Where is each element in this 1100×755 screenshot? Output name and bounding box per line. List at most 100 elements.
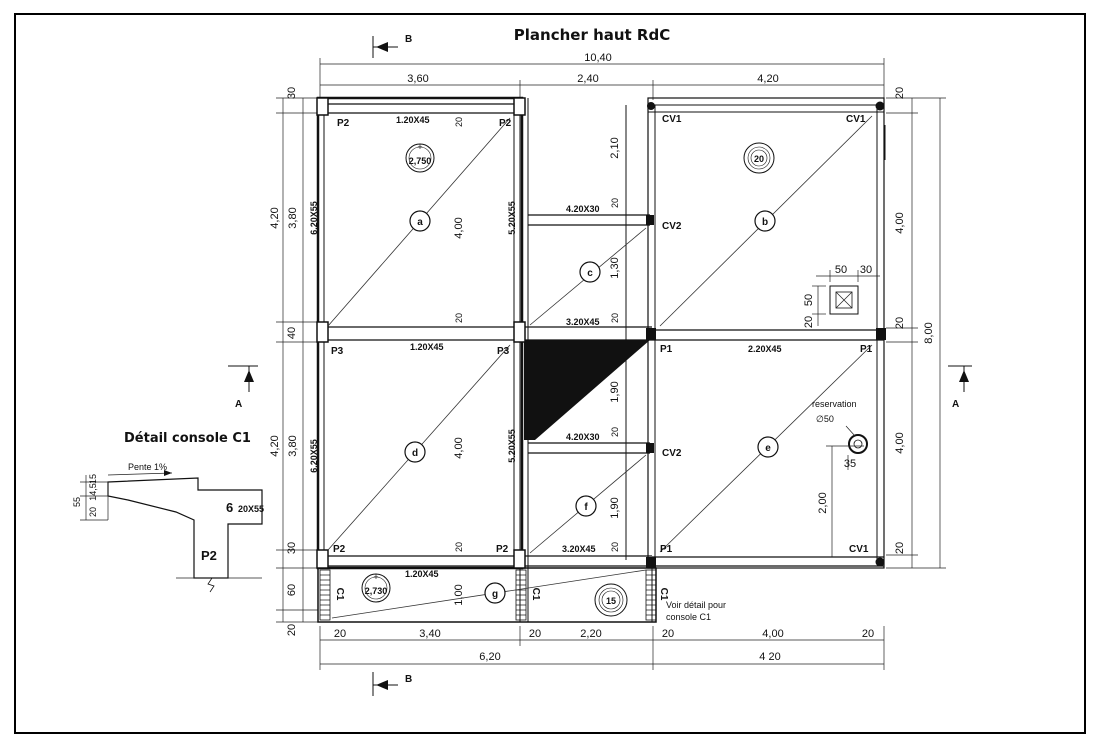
slab-thickness: 20 <box>754 154 764 164</box>
panel-label: g <box>492 589 498 600</box>
reservation-dim: 35 <box>844 458 856 470</box>
reservation-detail: reservation ∅50 35 2,00 <box>812 399 868 557</box>
column-label: P3 <box>331 346 344 357</box>
frame-border <box>14 13 1086 734</box>
column-label: P2 <box>496 544 509 555</box>
panel-label: a <box>417 217 423 228</box>
panel-dim: 4,00 <box>453 437 465 458</box>
bottom-dimension-lines: 20 3,40 20 2,20 20 4,00 20 6,20 4 20 <box>319 626 885 670</box>
column-label: CV2 <box>662 448 682 459</box>
top-dimension-lines: 10,40 3,60 2,40 4,20 <box>319 52 885 100</box>
left-dimension-lines: 30 4,20 3,80 40 4,20 3,80 30 60 20 <box>269 87 318 636</box>
section-marker-a-right: A <box>948 365 972 410</box>
detail-reference-note: Voir détail pour console C1 <box>666 600 726 622</box>
console-label: C1 <box>658 588 669 601</box>
opening-dim: 20 <box>803 316 815 328</box>
panel-dim: 1,90 <box>609 381 621 402</box>
console-dim: 15 <box>88 474 98 484</box>
beam-label: 3.20X45 <box>562 544 596 554</box>
beam-label: 3.20X45 <box>566 317 600 327</box>
reservation-dim: 2,00 <box>817 492 829 513</box>
dim-right-4: 4,00 <box>894 432 906 453</box>
dim-left-inner-1: 3,80 <box>287 207 299 228</box>
small-dim: 20 <box>610 427 620 437</box>
slope-label: Pente 1% <box>128 462 167 472</box>
console-dim: 20 <box>88 507 98 517</box>
dim-left-5: 30 <box>286 542 298 554</box>
level-value: 2,730 <box>365 586 388 596</box>
beam-label: 4.20X30 <box>566 204 600 214</box>
slab-thickness: 15 <box>606 596 616 606</box>
dim-right-5: 20 <box>894 542 906 554</box>
column-label: P1 <box>660 544 673 555</box>
beam-labels: 1.20X45 1.20X45 1.20X45 3.20X45 3.20X45 … <box>309 115 782 579</box>
stair-void <box>524 340 650 440</box>
beam-label: 1.20X45 <box>396 115 430 125</box>
beam-label: 5.20X55 <box>507 201 517 235</box>
level-value: 2,750 <box>409 156 432 166</box>
console-label: C1 <box>334 588 345 601</box>
column-label: P2 <box>333 544 346 555</box>
console-beam-size: 20X55 <box>238 504 264 514</box>
dim-right-total: 8,00 <box>923 322 935 343</box>
panel-label: b <box>762 217 768 228</box>
level-plus: + <box>373 572 378 582</box>
panel-dimensions: 4,00 4,00 1,30 1,90 1,90 1,00 2,10 20 20… <box>453 117 621 606</box>
small-dim: 20 <box>454 313 464 323</box>
column-labels: P2 P2 P3 P3 P2 P2 CV1 CV1 CV2 CV2 P1 P1 … <box>331 114 873 601</box>
structural-frame <box>316 96 886 623</box>
opening-dim: 50 <box>803 294 815 306</box>
beam-label: 4.20X30 <box>566 432 600 442</box>
beam-label: 2.20X45 <box>748 344 782 354</box>
column-label: P3 <box>497 346 510 357</box>
dim-right-3: 20 <box>894 317 906 329</box>
dim-total-width: 10,40 <box>584 52 612 64</box>
dim-left-3: 40 <box>286 327 298 339</box>
console-dim: 14,5 <box>88 483 98 501</box>
panel-label: d <box>412 448 418 459</box>
section-label-b-top: B <box>405 34 412 45</box>
dim-bottom-1: 20 <box>334 628 346 640</box>
dim-left-2: 4,20 <box>269 207 281 228</box>
section-marker-b-top: B <box>372 34 412 58</box>
beam-label: 1.20X45 <box>410 342 444 352</box>
detail-title: Détail console C1 <box>124 431 251 446</box>
section-label-a-left: A <box>235 399 242 410</box>
dim-bottom-right-total: 4 20 <box>759 651 780 663</box>
dim-span-1: 3,60 <box>407 73 428 85</box>
panel-dim: 1,00 <box>453 584 465 605</box>
console-dim: 55 <box>72 497 82 507</box>
dim-bottom-2: 3,40 <box>419 628 440 640</box>
small-dim: 20 <box>454 542 464 552</box>
note-line: Voir détail pour <box>666 600 726 610</box>
column-label: P2 <box>499 118 512 129</box>
beam-label: 1.20X45 <box>405 569 439 579</box>
dim-bottom-3: 20 <box>529 628 541 640</box>
drawing-title: Plancher haut RdC <box>514 26 670 44</box>
dim-left-1: 30 <box>286 87 298 99</box>
opening-dim: 50 <box>835 264 847 276</box>
section-label-b-bottom: B <box>405 674 412 685</box>
dim-right-1: 20 <box>894 87 906 99</box>
beam-label: 5.20X55 <box>507 429 517 463</box>
section-label-a-right: A <box>952 399 959 410</box>
panel-dim: 1,30 <box>609 257 621 278</box>
section-marker-a-left: A <box>228 365 258 410</box>
dim-bottom-4: 2,20 <box>580 628 601 640</box>
column-label: CV1 <box>849 544 869 555</box>
dim-span-2: 2,40 <box>577 73 598 85</box>
panel-dim: 1,90 <box>609 497 621 518</box>
small-dim: 20 <box>610 542 620 552</box>
reservation-label: reservation <box>812 399 857 409</box>
dim-bottom-5: 20 <box>662 628 674 640</box>
reservation-diameter: ∅50 <box>816 414 834 424</box>
column-label: P2 <box>337 118 350 129</box>
level-markers: + 2,750 + 2,730 20 15 <box>361 142 775 617</box>
console-label: C1 <box>530 588 541 601</box>
dim-right-2: 4,00 <box>894 212 906 233</box>
dim-left-inner-2: 3,80 <box>287 435 299 456</box>
column-label: P1 <box>660 344 673 355</box>
column-label: CV1 <box>846 114 866 125</box>
beam-label: 6.20X55 <box>309 201 319 235</box>
